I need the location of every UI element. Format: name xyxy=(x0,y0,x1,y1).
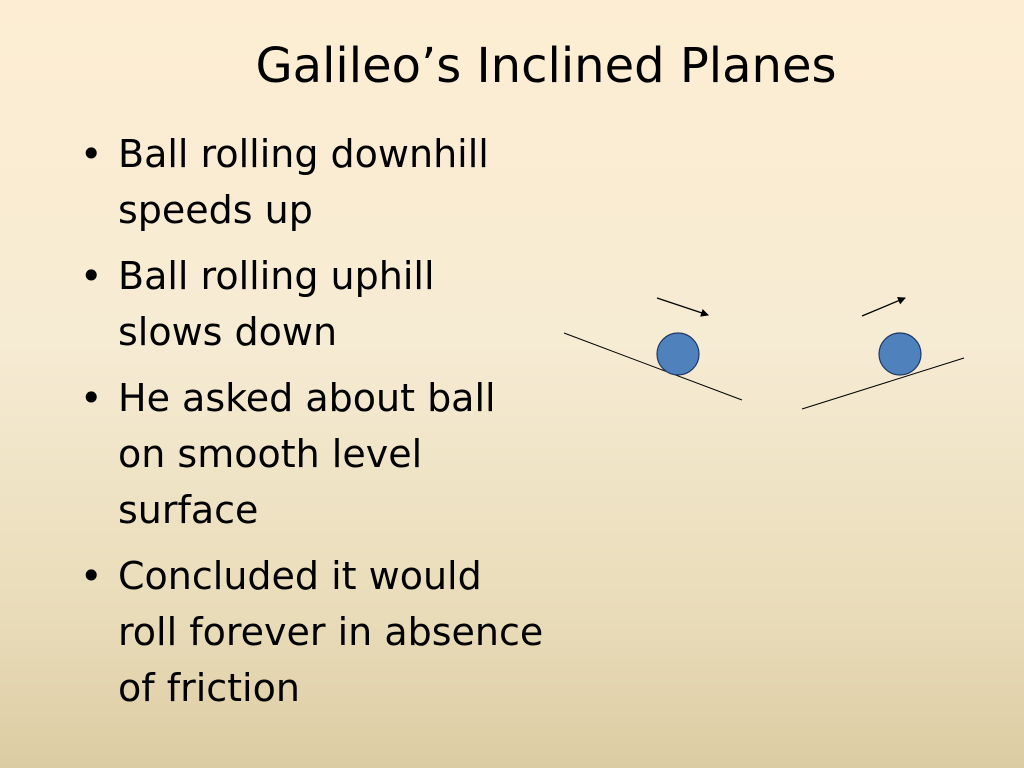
uphill-arrow-icon xyxy=(861,297,906,317)
bullet-dot: • xyxy=(80,376,103,420)
uphill-incline-line xyxy=(801,357,965,410)
bullet-list: • Ball rolling downhill speeds up • Ball… xyxy=(80,126,550,726)
bullet-item: • Ball rolling downhill speeds up xyxy=(80,126,550,238)
bullet-text: Ball rolling uphill slows down xyxy=(118,254,435,354)
bullet-dot: • xyxy=(80,254,103,298)
downhill-incline-line xyxy=(563,332,743,401)
bullet-dot: • xyxy=(80,554,103,598)
downhill-ball xyxy=(656,332,700,376)
slide-title: Galileo’s Inclined Planes xyxy=(255,38,837,94)
bullet-item: • He asked about ball on smooth level su… xyxy=(80,370,550,538)
bullet-text: Concluded it would roll forever in absen… xyxy=(118,554,544,710)
bullet-text: He asked about ball on smooth level surf… xyxy=(118,376,496,532)
bullet-dot: • xyxy=(80,132,103,176)
uphill-ball xyxy=(878,332,922,376)
bullet-item: • Concluded it would roll forever in abs… xyxy=(80,548,550,716)
downhill-arrow-icon xyxy=(656,297,709,317)
bullet-item: • Ball rolling uphill slows down xyxy=(80,248,550,360)
bullet-text: Ball rolling downhill speeds up xyxy=(118,132,489,232)
